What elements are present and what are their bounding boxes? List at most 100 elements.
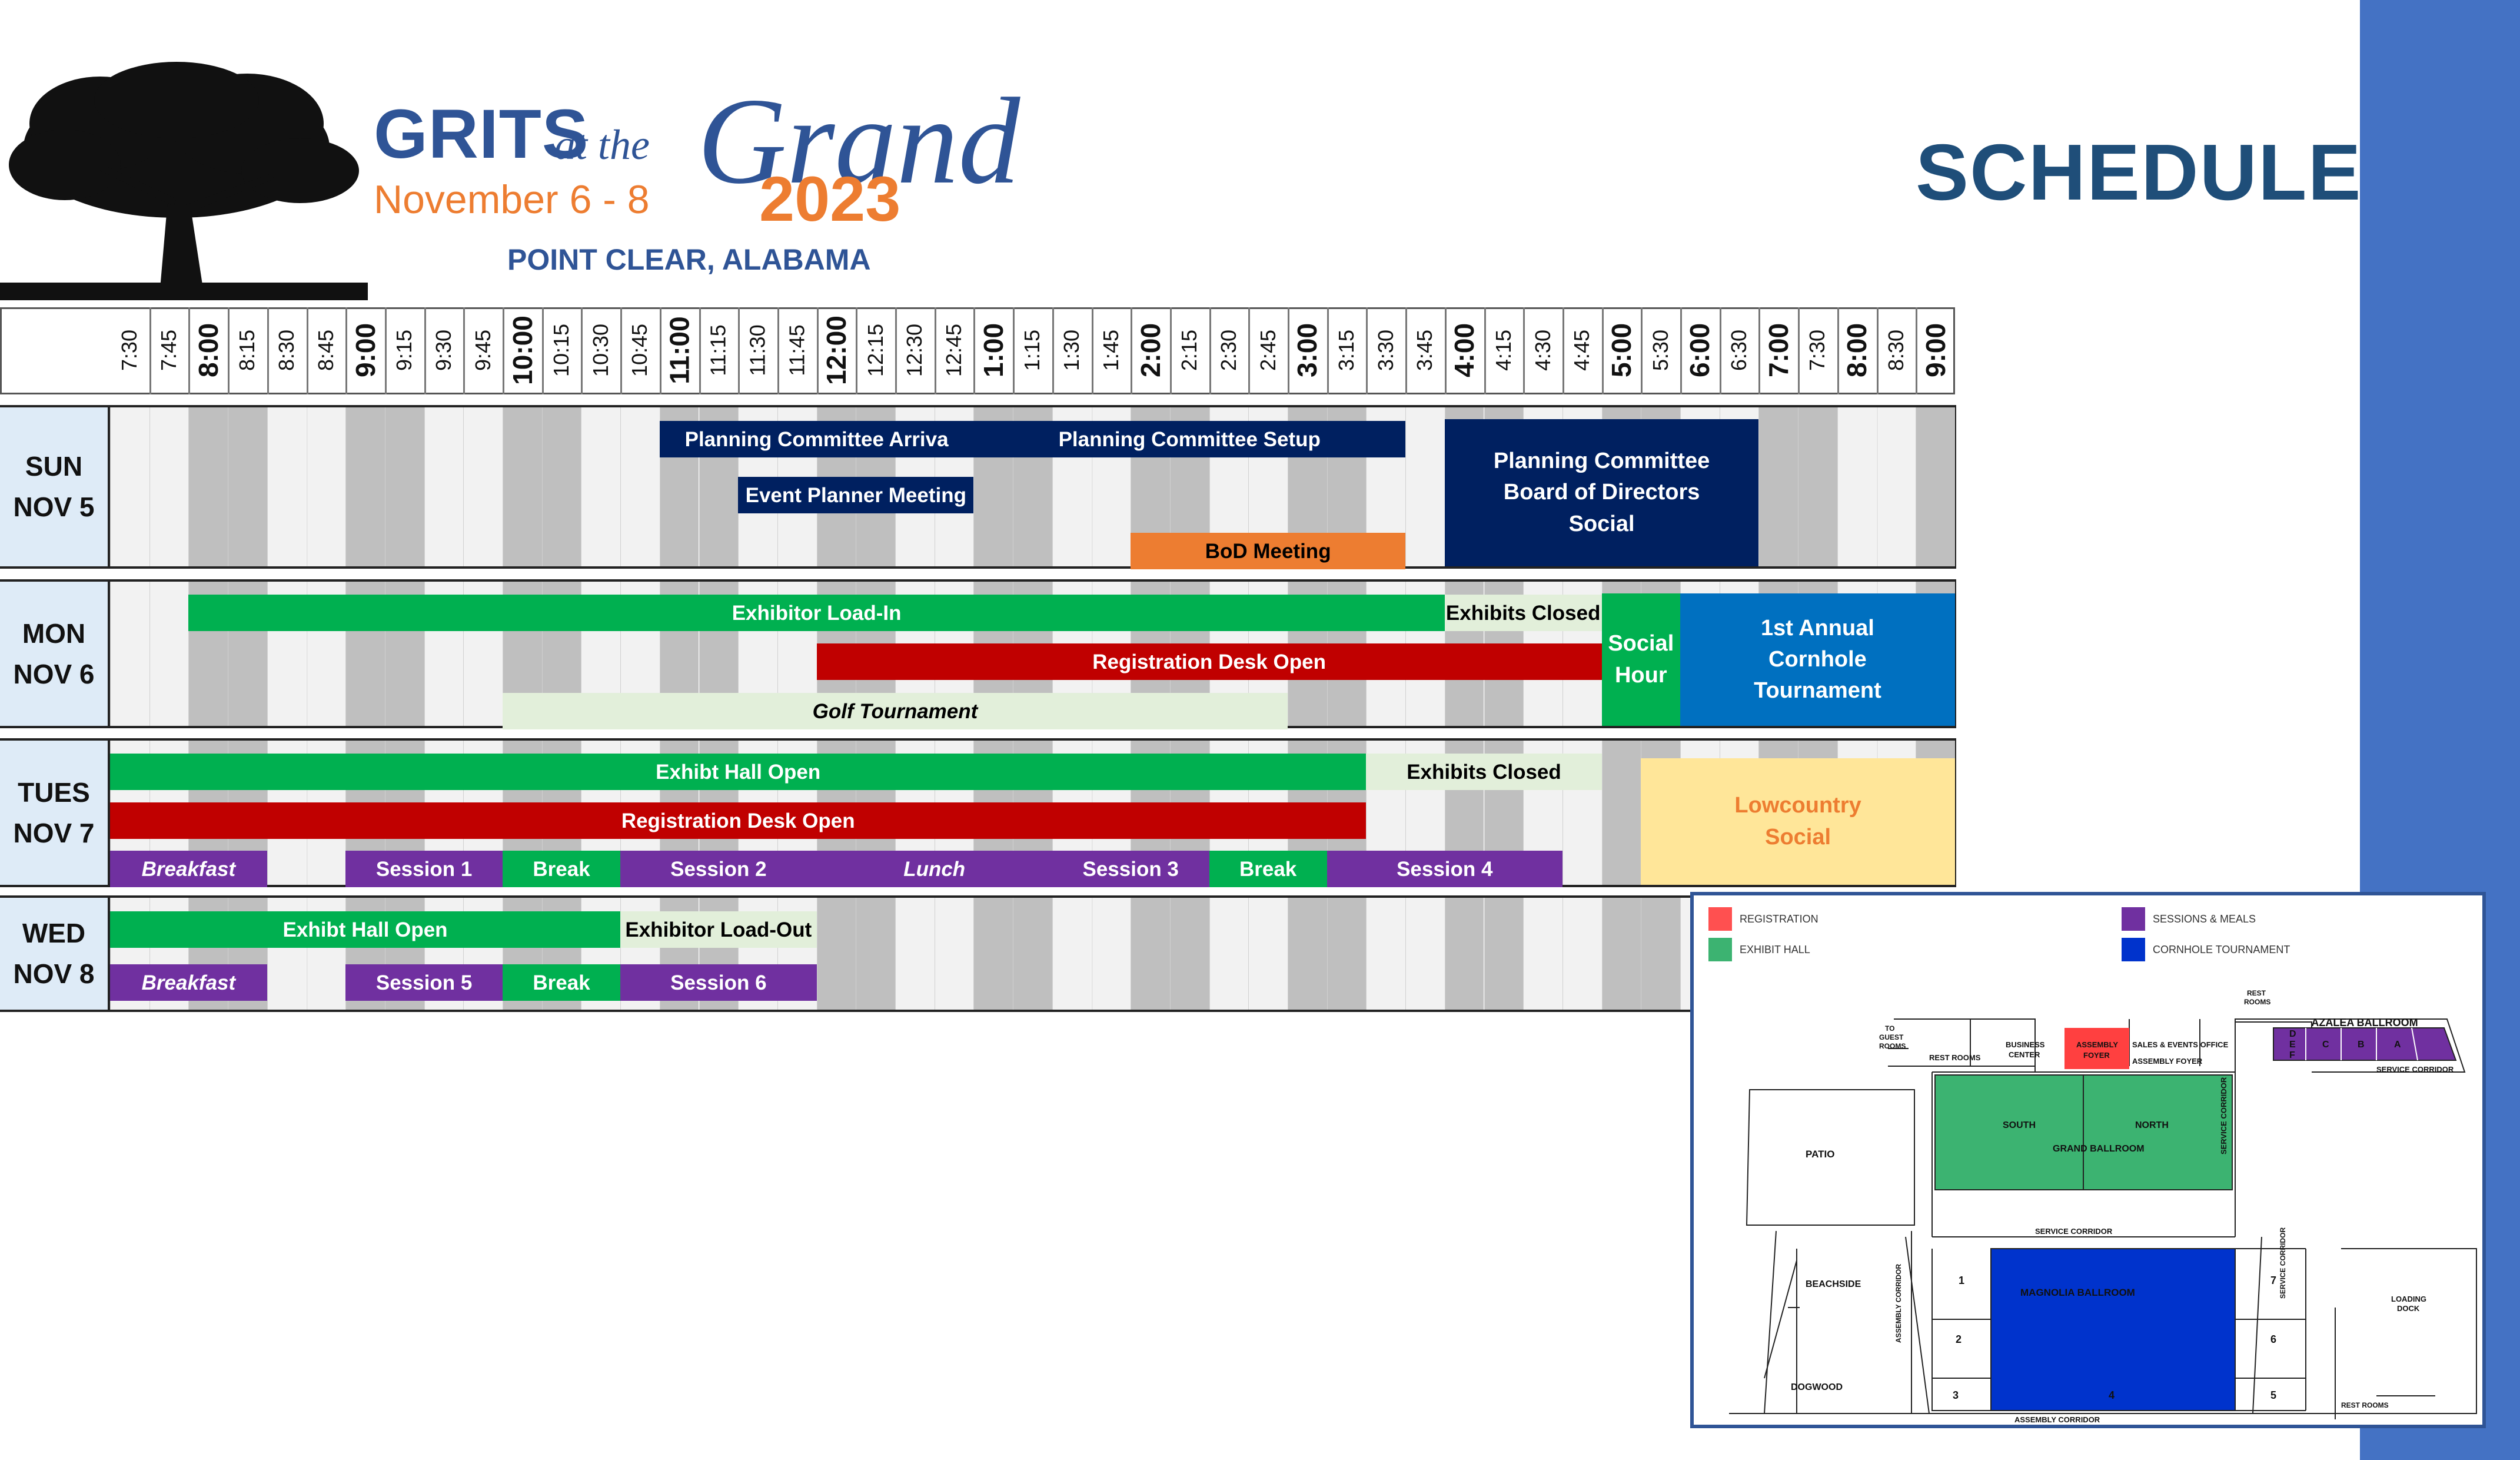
day-label: MON NOV 6 bbox=[0, 582, 110, 726]
day-label: SUN NOV 5 bbox=[0, 407, 110, 566]
time-header-divider bbox=[1562, 307, 1564, 394]
legend-swatch-cornhole bbox=[2122, 938, 2145, 961]
time-header-divider bbox=[1209, 307, 1211, 394]
map-to-label: TO bbox=[1885, 1024, 1894, 1033]
time-header-divider bbox=[620, 307, 623, 394]
time-slot-cell bbox=[345, 407, 385, 566]
time-label-text: 2:15 bbox=[1177, 329, 1202, 371]
time-header-divider bbox=[1327, 307, 1329, 394]
event-bar: Session 4 bbox=[1327, 851, 1562, 887]
time-label-text: 12:00 bbox=[820, 316, 852, 385]
map-azalea-label: AZALEA BALLROOM bbox=[2311, 1017, 2418, 1028]
time-label-text: 9:15 bbox=[392, 329, 417, 371]
time-slot-cell bbox=[1484, 898, 1524, 1010]
event-location: POINT CLEAR, ALABAMA bbox=[507, 243, 871, 276]
time-label: 1:00 bbox=[973, 312, 1013, 389]
time-label: 1:30 bbox=[1052, 312, 1092, 389]
time-label: 11:30 bbox=[738, 312, 777, 389]
time-slot-cell bbox=[895, 898, 935, 1010]
time-slot-cell bbox=[1405, 898, 1445, 1010]
time-slot-cell bbox=[149, 407, 189, 566]
time-header-divider bbox=[1758, 307, 1761, 394]
map-assembly-corridor-left: ASSEMBLY CORRIDOR bbox=[1894, 1264, 1903, 1343]
time-slot-cell bbox=[110, 407, 149, 566]
time-label-text: 8:00 bbox=[192, 323, 224, 378]
time-header-divider bbox=[1601, 307, 1604, 394]
time-label: 3:45 bbox=[1405, 312, 1445, 389]
map-grand-ballroom-label: GRAND BALLROOM bbox=[2053, 1144, 2145, 1154]
time-slot-cell bbox=[1405, 407, 1445, 566]
title-at-the: at the bbox=[554, 121, 650, 168]
time-slot-cell bbox=[1091, 898, 1131, 1010]
time-label-text: 12:45 bbox=[942, 323, 966, 377]
time-label-text: 4:00 bbox=[1449, 323, 1480, 378]
time-label-text: 4:30 bbox=[1530, 329, 1555, 371]
time-header-divider bbox=[267, 307, 269, 394]
time-header-divider bbox=[1641, 307, 1643, 394]
event-bar: Exhibt Hall Open bbox=[110, 911, 621, 948]
time-slot-cell bbox=[1916, 407, 1955, 566]
time-header-divider bbox=[1916, 307, 1918, 394]
map-section-f: F bbox=[2289, 1050, 2295, 1060]
time-label-text: 10:00 bbox=[507, 316, 538, 385]
time-header-divider bbox=[503, 307, 504, 394]
map-patio-label: PATIO bbox=[1806, 1149, 1834, 1160]
time-slot-cell bbox=[1798, 407, 1837, 566]
time-label: 2:30 bbox=[1209, 312, 1249, 389]
time-label-text: 2:45 bbox=[1255, 329, 1280, 371]
time-label: 11:00 bbox=[660, 312, 699, 389]
magnolia-ballroom bbox=[1990, 1248, 2236, 1411]
map-room-4: 4 bbox=[2109, 1389, 2115, 1401]
time-label: 3:30 bbox=[1366, 312, 1405, 389]
legend-registration: REGISTRATION bbox=[1740, 913, 1818, 925]
time-slot-cell bbox=[384, 407, 424, 566]
time-label: 7:30 bbox=[1798, 312, 1837, 389]
time-slot-cell bbox=[1758, 407, 1798, 566]
time-label-text: 3:15 bbox=[1334, 329, 1359, 371]
event-year: 2023 bbox=[759, 163, 901, 234]
time-header-divider bbox=[345, 307, 348, 394]
time-header-row bbox=[0, 307, 1955, 394]
map-guest-label: GUEST bbox=[1879, 1033, 1904, 1041]
time-header-divider bbox=[541, 307, 544, 394]
time-label-text: 9:45 bbox=[470, 329, 495, 371]
event-bar: Exhibt Hall Open bbox=[110, 754, 1367, 790]
time-label: 3:00 bbox=[1288, 312, 1327, 389]
time-label-text: 6:00 bbox=[1684, 323, 1716, 378]
time-label-text: 9:00 bbox=[350, 323, 381, 378]
time-label: 4:30 bbox=[1523, 312, 1562, 389]
time-slot-cell bbox=[463, 407, 503, 566]
time-label: 8:00 bbox=[188, 312, 228, 389]
time-header-divider bbox=[816, 307, 819, 394]
event-bar: Planning Committee Board of Directors So… bbox=[1444, 419, 1759, 566]
map-service-corridor-lower: SERVICE CORRIDOR bbox=[2279, 1227, 2287, 1299]
map-room-1: 1 bbox=[1959, 1275, 1964, 1286]
time-label-text: 8:45 bbox=[313, 329, 338, 371]
time-label-text: 8:15 bbox=[235, 329, 260, 371]
event-bar: 1st Annual Cornhole Tournament bbox=[1680, 593, 1955, 726]
time-slot-cell bbox=[856, 898, 895, 1010]
time-slot-cell bbox=[541, 407, 581, 566]
title-grand: Grand bbox=[697, 73, 1020, 210]
event-bar: Break bbox=[503, 964, 621, 1001]
time-header-divider bbox=[1876, 307, 1879, 394]
time-label-text: 1:30 bbox=[1059, 329, 1084, 371]
time-label: 9:00 bbox=[1916, 312, 1955, 389]
time-label: 8:30 bbox=[267, 312, 307, 389]
event-bar: Exhibitor Load-In bbox=[188, 595, 1445, 631]
time-label-text: 7:30 bbox=[117, 329, 142, 371]
time-label: 9:15 bbox=[385, 312, 424, 389]
time-label: 12:00 bbox=[817, 312, 856, 389]
time-label: 12:15 bbox=[856, 312, 895, 389]
event-bar: Golf Tournament bbox=[503, 693, 1288, 729]
map-service-corridor-mid: SERVICE CORRIDOR bbox=[2035, 1227, 2113, 1236]
event-bar: Session 2 bbox=[620, 851, 817, 887]
legend-swatch-exhibit-hall bbox=[1708, 938, 1732, 961]
time-header-divider bbox=[1719, 307, 1721, 394]
time-label-text: 6:30 bbox=[1727, 329, 1751, 371]
time-label-text: 10:15 bbox=[549, 323, 574, 377]
time-header-divider bbox=[738, 307, 740, 394]
event-bar: Planning Committee Setup bbox=[973, 421, 1406, 457]
map-rest-label: REST bbox=[2247, 989, 2266, 997]
